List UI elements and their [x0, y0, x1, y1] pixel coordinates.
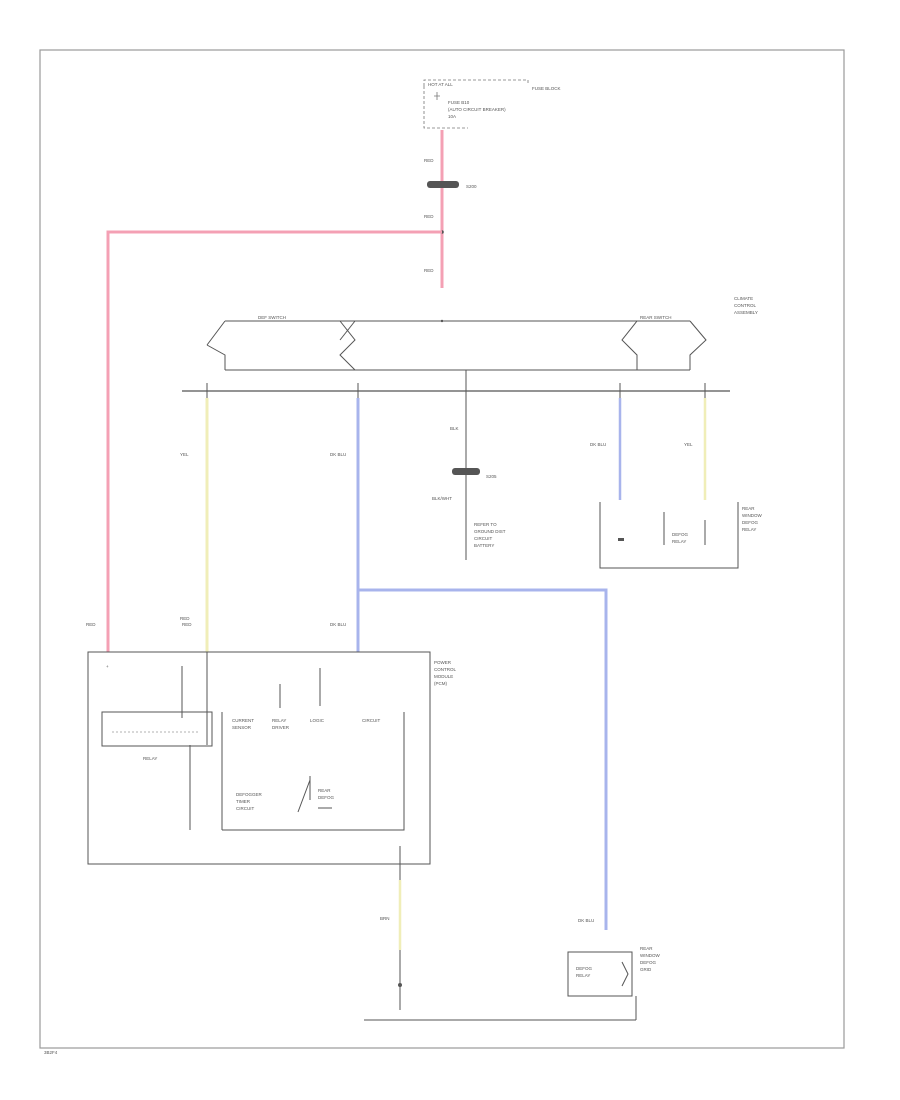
- control-module-box: RED RED + RELAY CURRENT SENSOR RELAY DRI…: [86, 622, 456, 865]
- mid-note-1: REFER TO: [474, 522, 497, 527]
- wire-red-3: RED: [424, 268, 434, 273]
- wire-yel-r: YEL: [684, 442, 693, 447]
- big-box-3: MODULE: [434, 674, 453, 679]
- big-box-4: (PCM): [434, 681, 447, 686]
- connector-top: [427, 181, 459, 188]
- mid-note-2: GROUND DIST: [474, 529, 506, 534]
- bottom-wire-1: BRN: [380, 916, 390, 921]
- module-2: SENSOR: [232, 725, 252, 730]
- relay-label: RELAY: [143, 756, 157, 761]
- fuse-block: HOT AT ALL FUSE BLOCK FUSE B10 (AUTO CIR…: [423, 79, 561, 129]
- lower-wire-red: RED: [86, 622, 96, 627]
- wire-yel-2: RED: [180, 616, 190, 621]
- wire-red-2: RED: [424, 214, 434, 219]
- lower-wire-yel: RED: [182, 622, 192, 627]
- bottom-wire-blu: DK BLU: [578, 918, 594, 923]
- bottom-relay-box: DK BLU DEFOG RELAY REAR WINDOW DEFOG GRI…: [567, 918, 660, 1020]
- module-4: DRIVER: [272, 725, 290, 730]
- lower-wire-blu: DK BLU: [330, 622, 346, 627]
- fuse-desc-3: 10A: [448, 114, 456, 119]
- bottom-note-4: GRID: [640, 967, 652, 972]
- right-note-4: RELAY: [742, 527, 756, 532]
- mid-note-3: CIRCUIT: [474, 536, 492, 541]
- module-1: CURRENT: [232, 718, 254, 723]
- module-6: CIRCUIT: [362, 718, 380, 723]
- defogger-3: CIRCUIT: [236, 806, 254, 811]
- fuse-desc-1: FUSE B10: [448, 100, 470, 105]
- bottom-note-1: REAR: [640, 946, 653, 951]
- wire-mid-1: BLK: [450, 426, 459, 431]
- defogger-2: TIMER: [236, 799, 251, 804]
- right-relay-box: DK BLU YEL DEFOG RELAY REAR WINDOW DEFOG…: [590, 398, 762, 569]
- bottom-box-2: RELAY: [576, 973, 590, 978]
- right-box-1: DEFOG: [672, 532, 689, 537]
- bottom-box-1: DEFOG: [576, 966, 593, 971]
- big-box-1: POWER: [434, 660, 452, 665]
- bottom-wire: BRN: [364, 846, 636, 1021]
- wire-mid-2: BLK/WHT: [432, 496, 452, 501]
- module-5: LOGIC: [310, 718, 325, 723]
- wire-blu-r: DK BLU: [590, 442, 606, 447]
- module-3: RELAY: [272, 718, 286, 723]
- ground-branch: BLK S205 BLK/WHT REFER TO GROUND DIST CI…: [432, 398, 506, 560]
- bottom-note-3: DEFOG: [640, 960, 657, 965]
- wire-blu-1: DK BLU: [330, 452, 346, 457]
- big-box-2: CONTROL: [434, 667, 456, 672]
- switch-left-label: DEF SWITCH: [258, 315, 286, 320]
- diagram-frame: [39, 49, 845, 1049]
- page-id: 3B2F4: [44, 1050, 58, 1055]
- switch-right-label: REAR SWITCH: [640, 315, 672, 320]
- control-assy-2: CONTROL: [734, 303, 756, 308]
- defogger-1: DEFOGGER: [236, 792, 263, 797]
- top-box-label: HOT AT ALL: [428, 82, 453, 87]
- mid-note-4: BATTERY: [474, 543, 494, 548]
- defog-sw-2: DEFOG: [318, 795, 335, 800]
- bottom-note-2: WINDOW: [640, 953, 660, 958]
- right-note-2: WINDOW: [742, 513, 762, 518]
- fuse-block-label: FUSE BLOCK: [532, 86, 561, 91]
- svg-text:+: +: [106, 664, 109, 669]
- splice-top: S200: [466, 184, 477, 189]
- wire-red-1: RED: [424, 158, 434, 163]
- splice-mid: S205: [486, 474, 497, 479]
- fuse-desc-2: (AUTO CIRCUIT BREAKER): [448, 107, 506, 112]
- control-assy-3: ASSEMBLY: [734, 310, 758, 315]
- blue-wire-branch: [358, 588, 608, 930]
- defog-sw-1: REAR: [318, 788, 331, 793]
- red-wire-branch: [106, 230, 442, 652]
- right-box-2: RELAY: [672, 539, 686, 544]
- switch-assembly: DEF SWITCH REAR SWITCH CLIMATE CONTROL A…: [206, 296, 758, 371]
- right-note-3: DEFOG: [742, 520, 759, 525]
- wire-yel-1: YEL: [180, 452, 189, 457]
- control-assy-1: CLIMATE: [734, 296, 753, 301]
- right-note-1: REAR: [742, 506, 755, 511]
